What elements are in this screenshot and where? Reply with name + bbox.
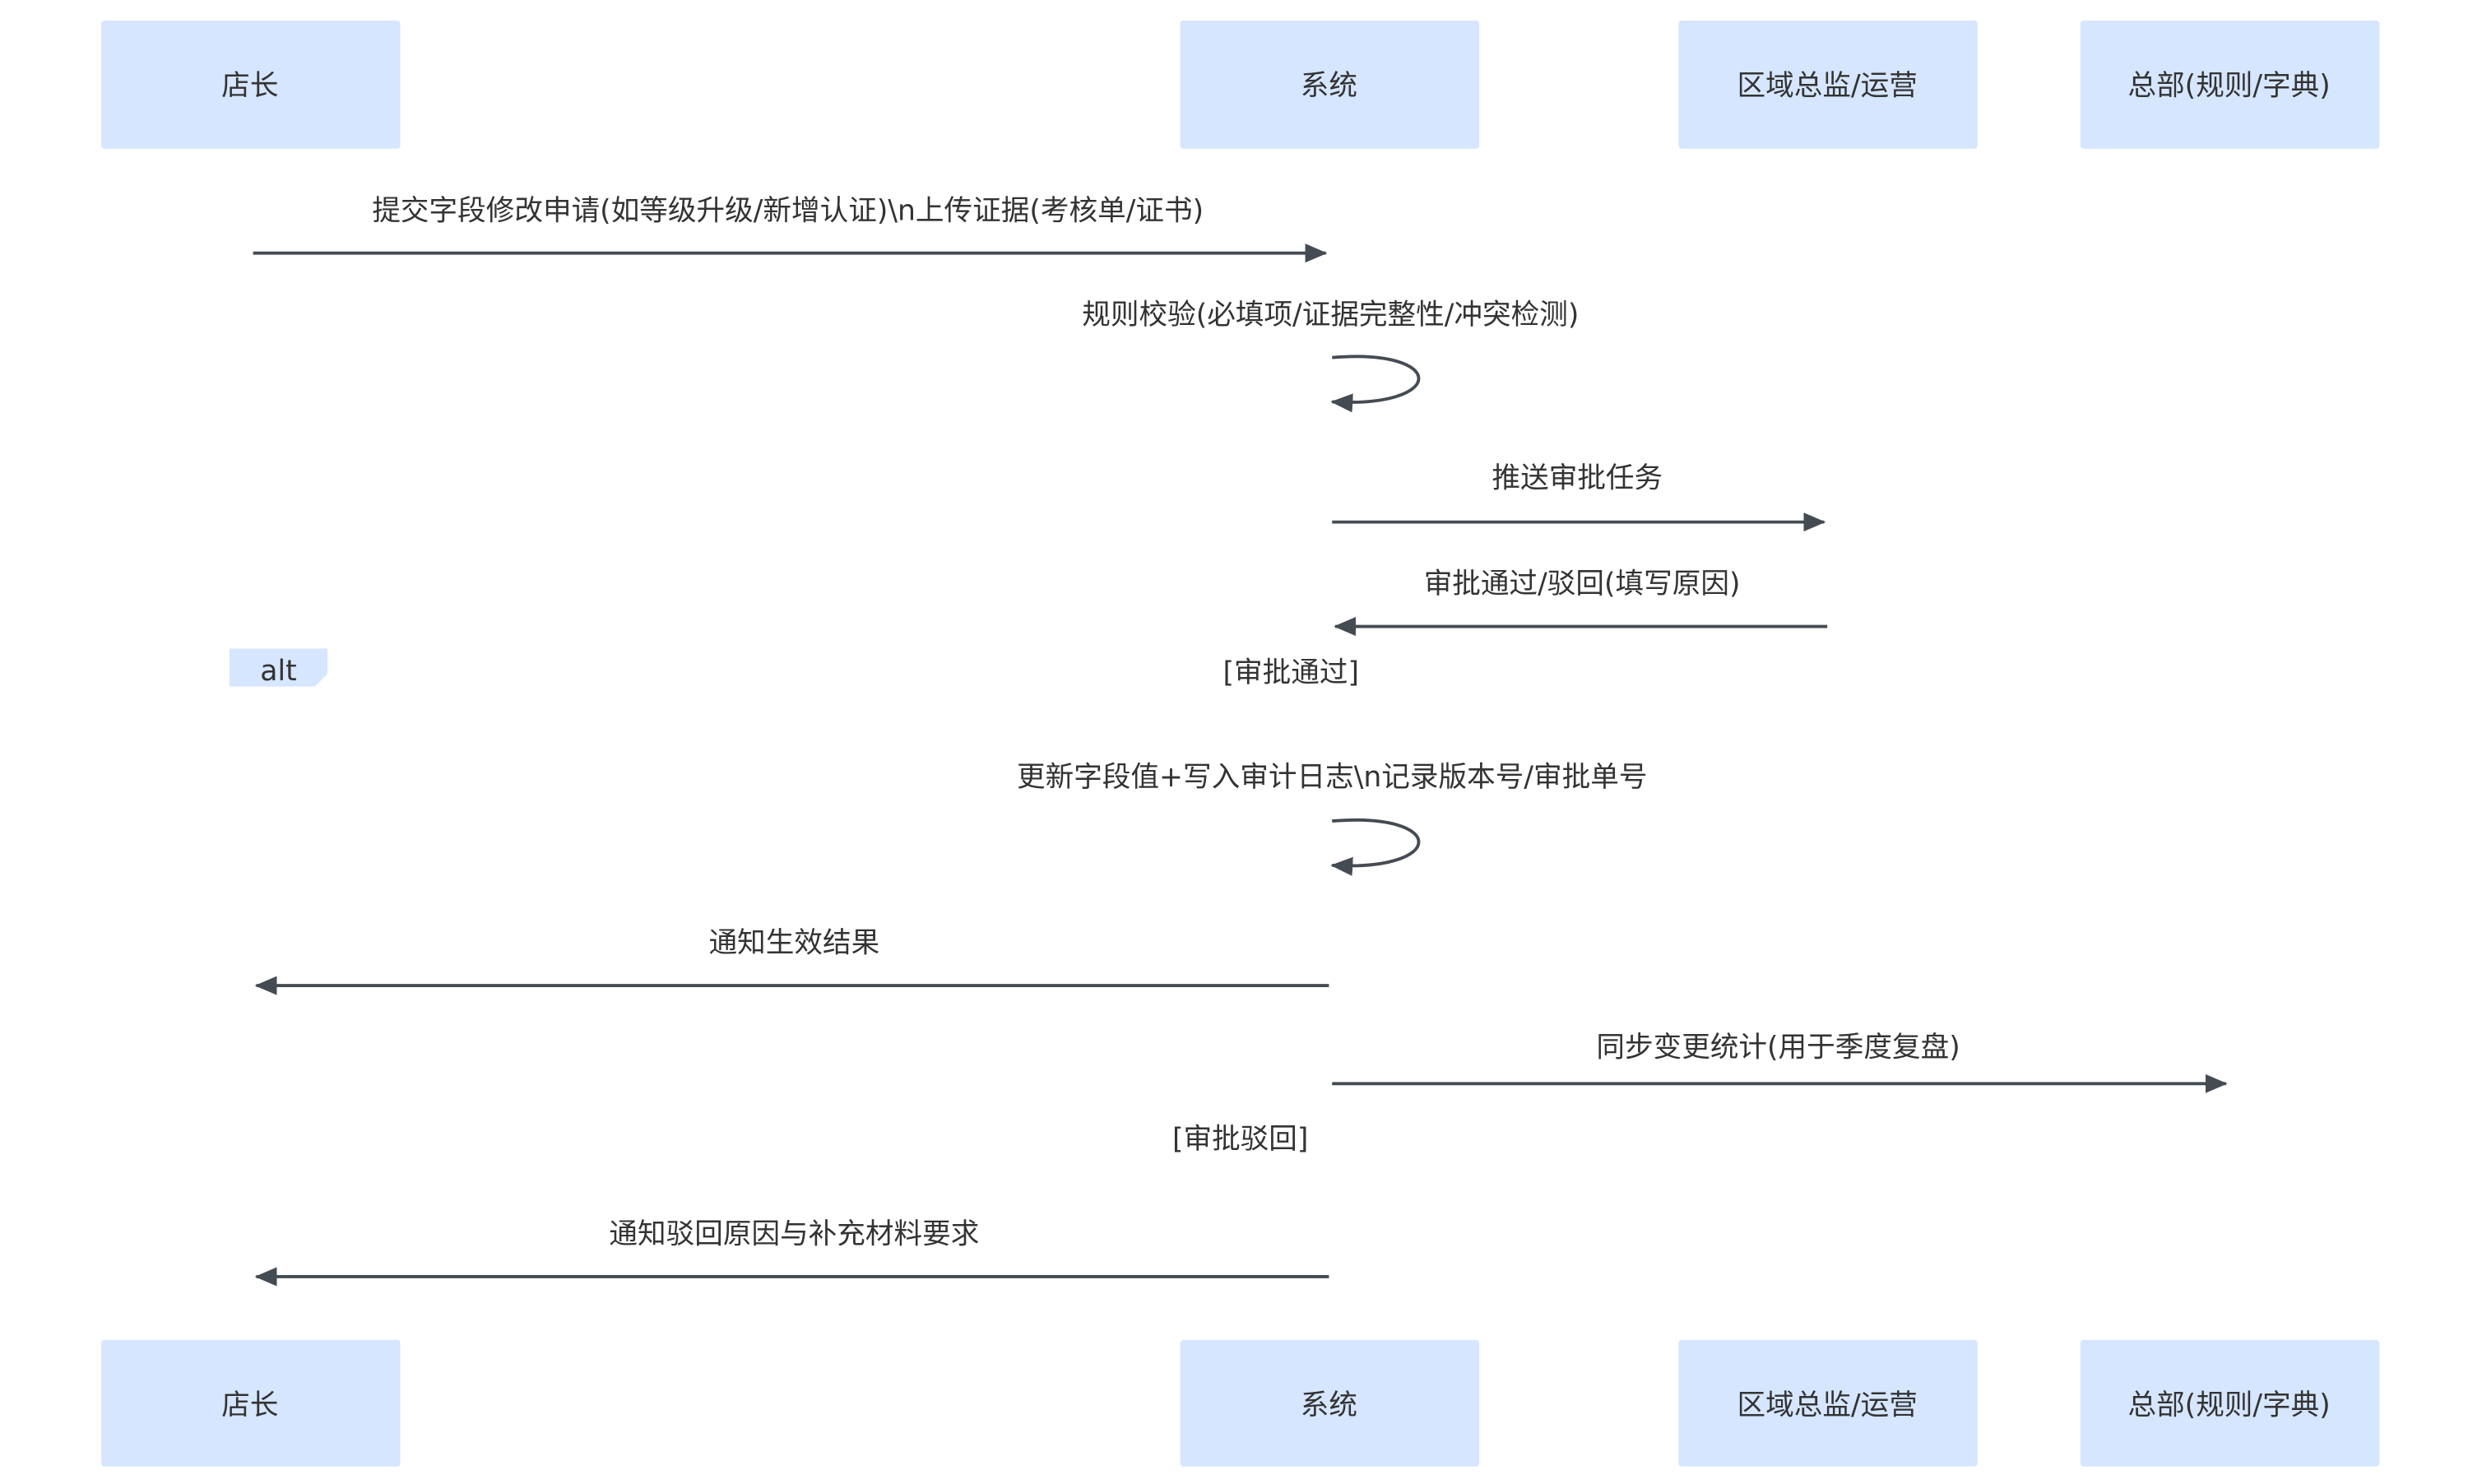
actor-label: 总部(规则/字典) [2127,69,2330,102]
actor-label: 店长 [221,1389,278,1421]
actor-store-manager-bottom[interactable]: 店长 [101,1339,401,1467]
actor-regional-director-bottom[interactable]: 区域总监/运营 [1678,1339,1978,1467]
message-label: 提交字段修改申请(如等级升级/新增认证)\n上传证据(考核单/证书) [372,194,1204,227]
message-label: 更新字段值+写入审计日志\n记录版本号/审批单号 [1017,761,1647,794]
actor-regional-director-top[interactable]: 区域总监/运营 [1678,21,1978,149]
actor-headquarters-bottom[interactable]: 总部(规则/字典) [2080,1339,2380,1467]
actor-label: 区域总监/运营 [1737,69,1918,102]
message-label: 审批通过/驳回(填写原因) [1424,568,1741,601]
message-label: 同步变更统计(用于季度复盘) [1596,1032,1960,1064]
message-label: 推送审批任务 [1492,461,1663,494]
actor-label: 区域总监/运营 [1737,1389,1918,1421]
actor-system-top[interactable]: 系统 [1180,21,1480,149]
actor-system-bottom[interactable]: 系统 [1180,1339,1480,1467]
alt-fragment-label: alt [229,648,328,688]
self-message-arrow [1330,819,1421,876]
alt-label: alt [260,655,296,688]
actor-label: 系统 [1301,69,1357,102]
actor-label: 系统 [1301,1389,1357,1421]
alt-condition-approved: [审批通过] [1223,656,1359,689]
self-message-arrow [1330,355,1421,413]
actor-label: 总部(规则/字典) [2127,1389,2330,1421]
actor-store-manager-top[interactable]: 店长 [101,21,401,149]
actor-headquarters-top[interactable]: 总部(规则/字典) [2080,21,2380,149]
message-label: 规则校验(必填项/证据完整性/冲突检测) [1082,299,1579,332]
alt-condition-rejected: [审批驳回] [1172,1123,1308,1156]
actor-label: 店长 [221,69,278,102]
message-label: 通知生效结果 [709,927,880,960]
message-label: 通知驳回原因与补充材料要求 [609,1218,979,1251]
